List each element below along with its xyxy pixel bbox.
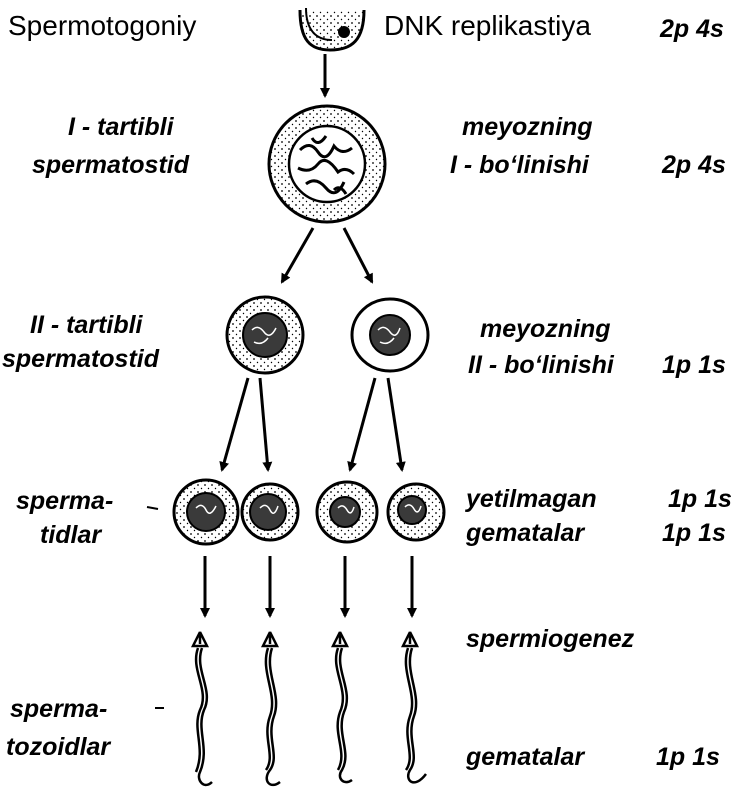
primary-spermatocyte [269,106,385,222]
secondary-spermatocyte-right [352,299,428,371]
arrow-to-spermatid-2 [260,378,268,470]
spermatid-3 [317,482,377,542]
spermatozoon-3 [333,632,352,782]
arrow-to-secondary-left [282,228,313,282]
arrow-to-spermatid-4 [388,378,402,470]
leader-dash-spermatids [147,507,158,509]
arrow-to-secondary-right [344,228,372,282]
spermatid-4 [388,484,444,540]
spermatid-2 [242,484,298,540]
spermatogonium-cell [300,8,364,50]
secondary-spermatocyte-left [227,297,303,373]
arrow-to-spermatid-1 [222,378,248,470]
arrow-to-spermatid-3 [350,378,375,470]
spermatozoon-2 [263,632,280,785]
spermatozoon-1 [193,632,212,785]
spermatid-1 [174,480,238,544]
spermatozoon-4 [403,632,426,782]
